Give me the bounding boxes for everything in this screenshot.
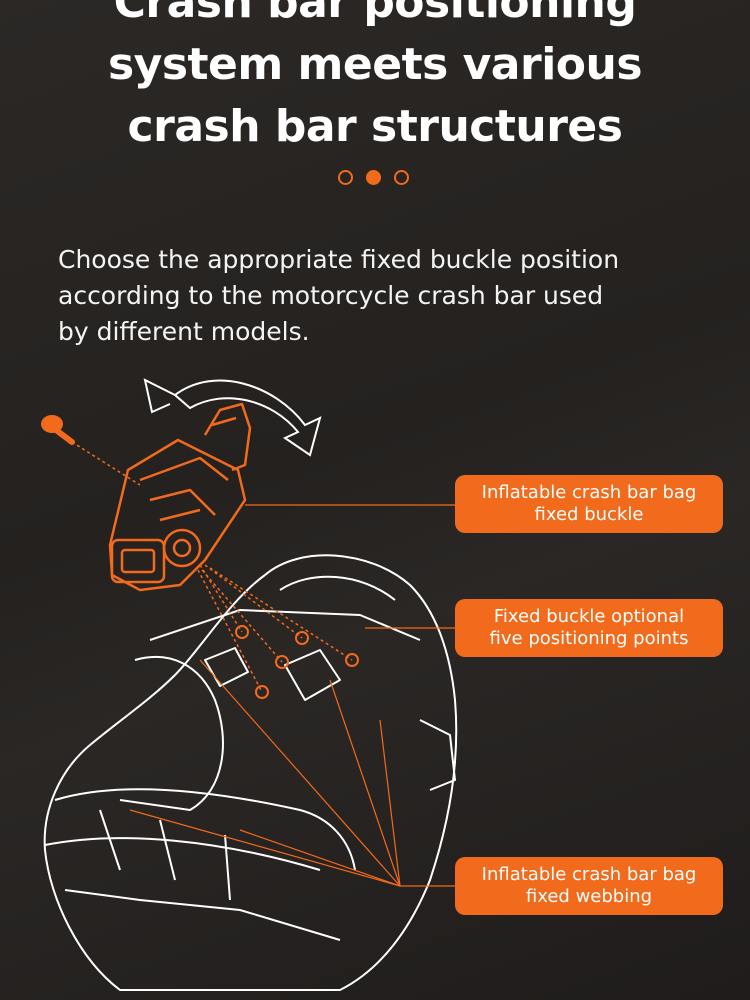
callout-line: fixed buckle — [534, 504, 644, 525]
carousel-dot[interactable] — [394, 170, 409, 185]
callout-positioning-points: Fixed buckle optional five positioning p… — [455, 599, 723, 657]
positioning-point — [255, 685, 269, 699]
positioning-point — [275, 655, 289, 669]
callout-line: five positioning points — [489, 628, 689, 649]
description-line: by different models. — [58, 317, 310, 346]
buckle-illustration — [108, 402, 252, 592]
title-line: crash bar structures — [127, 101, 623, 152]
callout-line: fixed webbing — [525, 886, 653, 907]
guide-lines — [197, 564, 353, 693]
rotate-arrow-icon — [143, 378, 322, 457]
positioning-point — [295, 631, 309, 645]
bag-illustration — [43, 554, 458, 991]
positioning-point — [345, 653, 359, 667]
description-line: according to the motorcycle crash bar us… — [58, 281, 604, 310]
screw-icon — [41, 415, 141, 486]
callout-line: Inflatable crash bar bag — [481, 864, 697, 885]
description: Choose the appropriate fixed buckle posi… — [58, 242, 718, 350]
positioning-points — [235, 625, 359, 699]
title-line: system meets various — [107, 39, 643, 90]
carousel-indicator — [338, 170, 414, 188]
page-title: Crash bar positioning system meets vario… — [0, 0, 750, 158]
leader-lines — [129, 504, 455, 887]
callout-line: Inflatable crash bar bag — [481, 482, 697, 503]
callout-fixed-buckle: Inflatable crash bar bag fixed buckle — [455, 475, 723, 533]
carousel-dot[interactable] — [338, 170, 353, 185]
positioning-point — [235, 625, 249, 639]
description-line: Choose the appropriate fixed buckle posi… — [58, 245, 620, 274]
carousel-dot-active[interactable] — [366, 170, 381, 185]
title-line: Crash bar positioning — [113, 0, 637, 28]
product-illustration — [41, 378, 458, 991]
callout-line: Fixed buckle optional — [493, 606, 685, 627]
callout-fixed-webbing: Inflatable crash bar bag fixed webbing — [455, 857, 723, 915]
